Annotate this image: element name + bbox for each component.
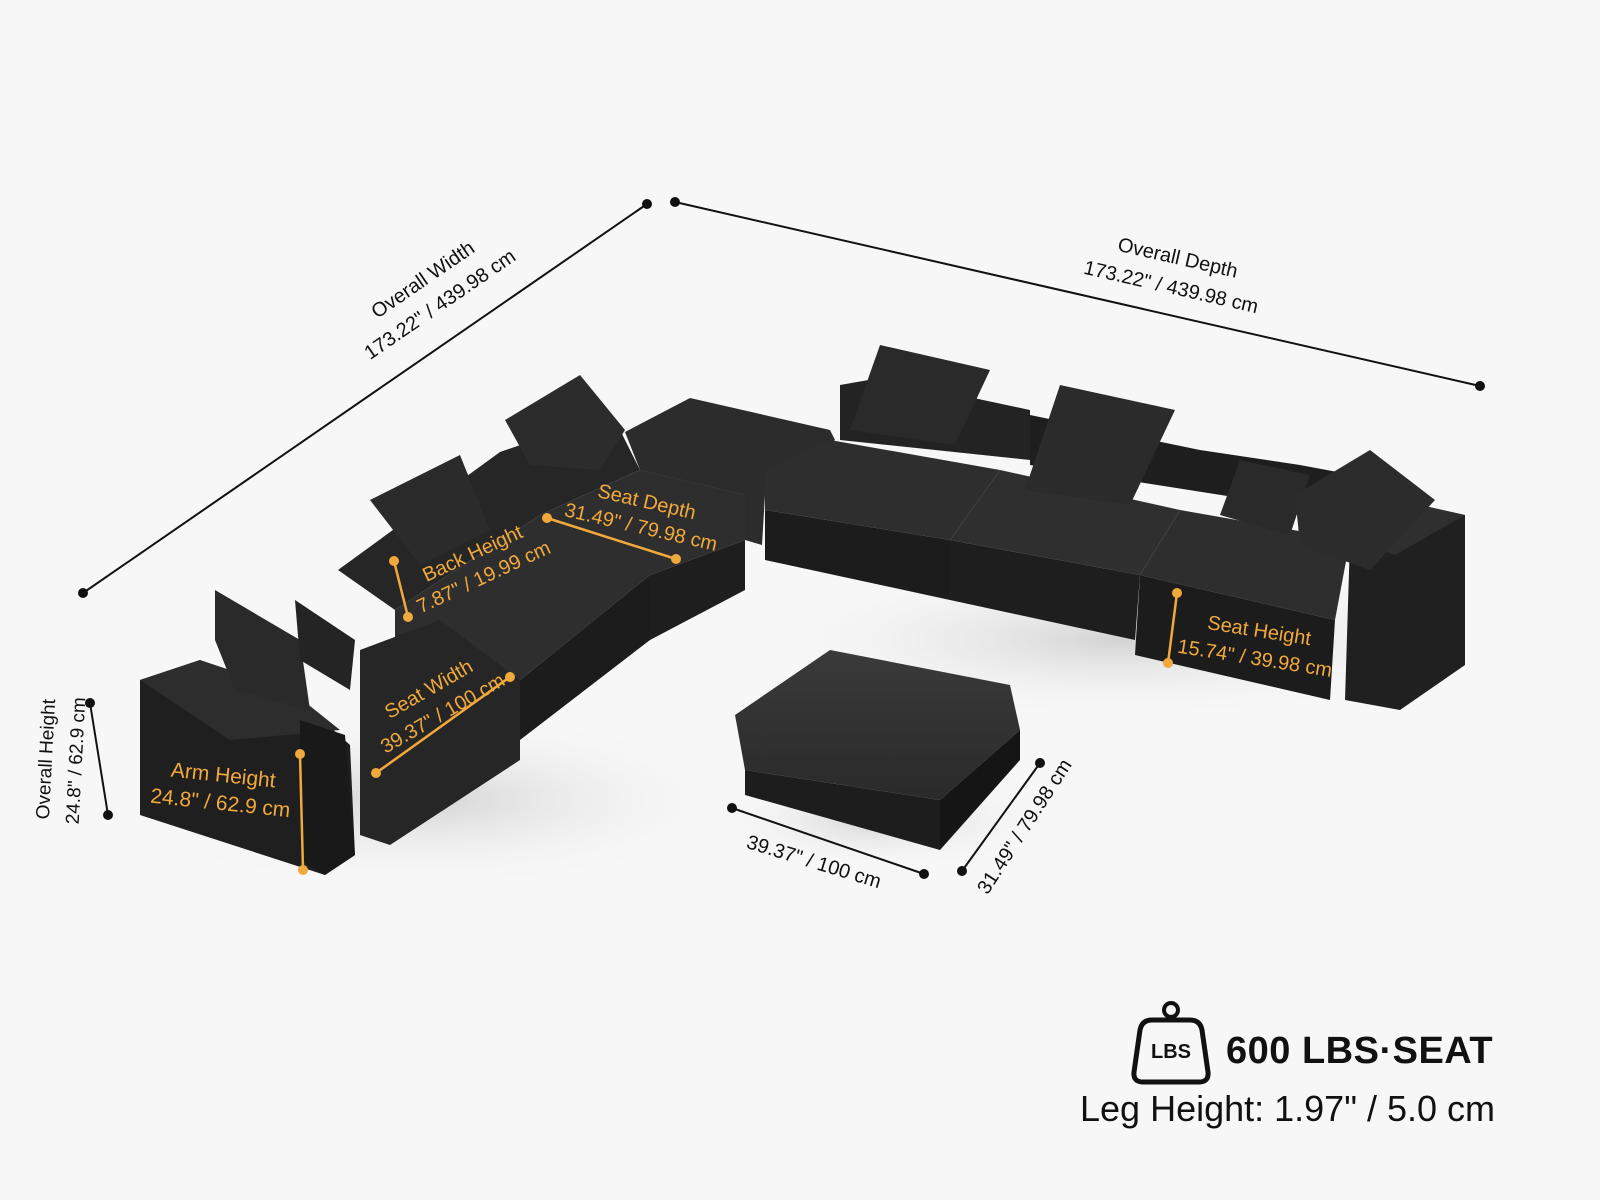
seat-depth-endpoint [542,513,552,523]
seat-width-endpoint [505,672,515,682]
leg-height: Leg Height: 1.97" / 5.0 cm [1080,1088,1496,1129]
weight-icon: LBS [1131,1001,1211,1085]
arm-height-endpoint [298,865,308,875]
seat-depth-endpoint [671,554,681,564]
seat-width-line [375,675,511,775]
ottoman-width-endpoint [727,803,737,813]
sofa-left-wing [140,398,835,875]
back-height-line [392,560,410,618]
ottoman-depth-endpoint [1035,758,1045,768]
overall-depth-endpoint [670,197,680,207]
ottoman-width-line [731,807,925,875]
seat-depth-line [546,516,677,561]
ottoman-depth-endpoint [957,866,967,876]
overall-height-title: Overall Height [33,698,60,820]
overall-height-value: 24.8" / 62.9 cm [63,697,91,825]
capacity-block: LBS 600 LBS·SEAT Leg Height: 1.97" / 5.0… [1080,1000,1570,1130]
overall-depth-endpoint [1475,381,1485,391]
ottoman [735,650,1020,850]
overall-depth-line [674,201,1481,387]
seat-height-line [1166,592,1179,664]
back-height-endpoint [403,612,413,622]
overall-width-endpoint [642,199,652,209]
ottoman-width-endpoint [919,869,929,879]
overall-width-endpoint [78,588,88,598]
pillows [215,345,1435,710]
arm-height-endpoint [295,749,305,759]
seat-height-endpoint [1172,588,1182,598]
seat-height-endpoint [1163,658,1173,668]
ottoman-depth-line [961,762,1041,872]
weight-capacity: 600 LBS·SEAT [1226,1030,1494,1072]
overall-width-line [82,203,648,594]
overall-height-line [89,702,109,816]
seat-width-endpoint [371,768,381,778]
back-height-endpoint [389,556,399,566]
overall-height-endpoint [85,698,95,708]
overall-height-endpoint [103,810,113,820]
arm-height-line [298,753,305,871]
weight-icon-label: LBS [1151,1041,1191,1063]
